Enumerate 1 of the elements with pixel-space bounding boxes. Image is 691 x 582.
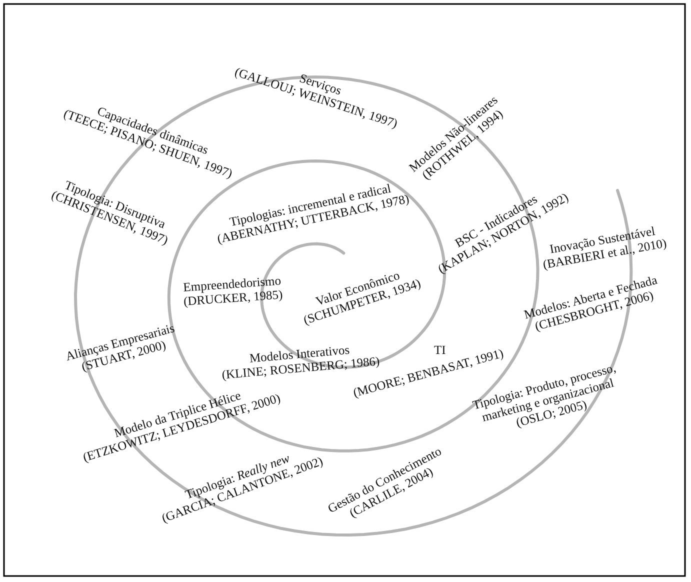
topic-label: TI <box>434 344 446 358</box>
